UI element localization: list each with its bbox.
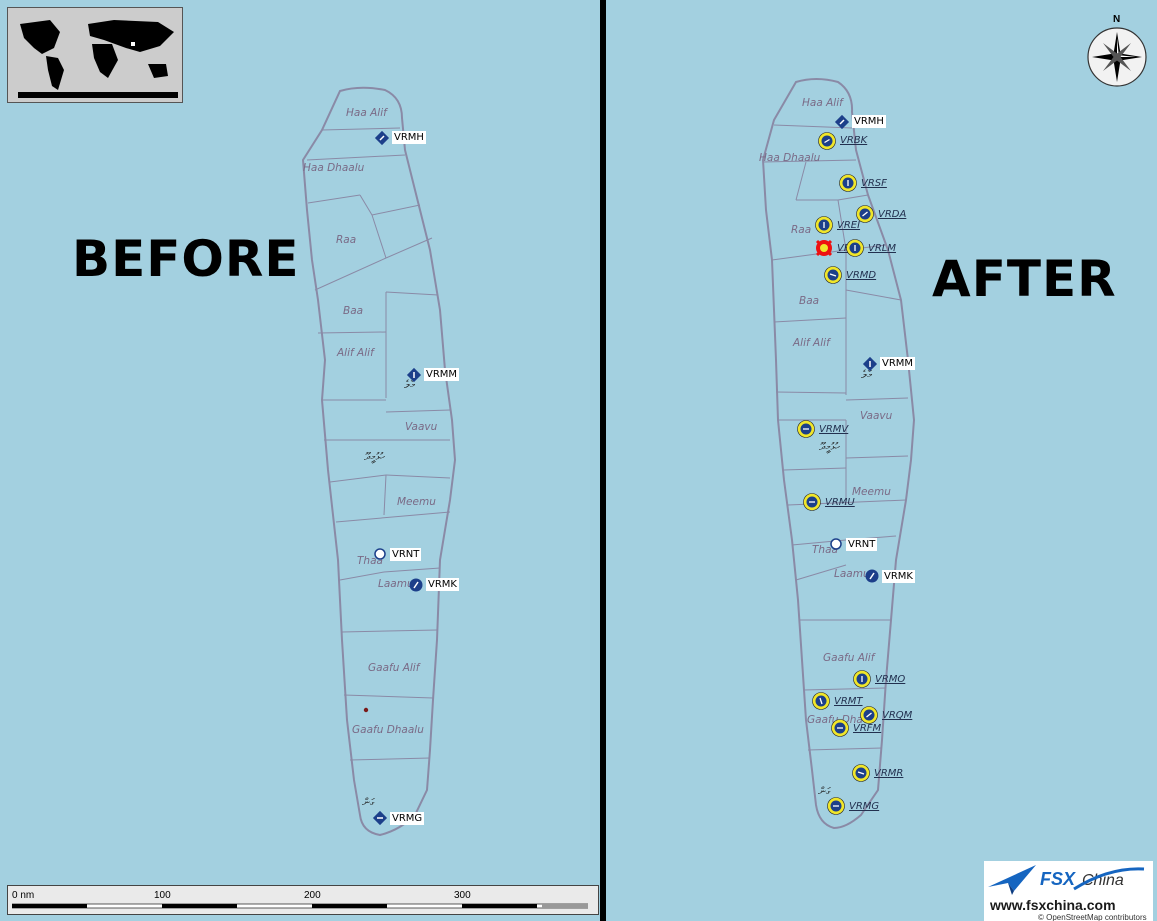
region-meemu: Meemu — [852, 486, 891, 498]
airport-label-vrlm[interactable]: VRLM — [868, 243, 896, 254]
airport-label-vrbk[interactable]: VRBK — [840, 135, 868, 146]
before-title: BEFORE — [72, 230, 300, 288]
airport-diamond-icon[interactable] — [834, 114, 850, 130]
airport-label-vrmk[interactable]: VRMK — [882, 570, 915, 583]
svg-text:FSX: FSX — [1040, 869, 1076, 889]
dot-icon — [363, 707, 369, 713]
airport-label-vrmv[interactable]: VRMV — [819, 424, 849, 435]
region-vaavu: Vaavu — [405, 421, 438, 433]
scale-label-100: 100 — [154, 890, 171, 901]
new-airport-icon[interactable] — [845, 238, 865, 258]
airport-diamond-icon[interactable] — [862, 356, 878, 372]
region-raa: Raa — [791, 224, 812, 236]
world-overview-minimap — [7, 7, 183, 103]
thaana-label-male: މާލެ — [861, 368, 872, 381]
airport-diamond-icon[interactable] — [406, 367, 422, 383]
airport-label-vrsf[interactable]: VRSF — [861, 178, 887, 189]
thaana-label-male: މާލެ — [404, 378, 415, 391]
airport-label-vrmt[interactable]: VRMT — [834, 696, 863, 707]
airport-label-vrmm[interactable]: VRMM — [880, 357, 916, 370]
airport-round-icon[interactable] — [864, 568, 880, 584]
region-raa: Raa — [336, 234, 357, 246]
airport-diamond-icon[interactable] — [374, 130, 390, 146]
panel-divider — [600, 0, 606, 921]
new-airport-icon[interactable] — [811, 691, 831, 711]
new-airport-icon[interactable] — [838, 173, 858, 193]
airport-label-vrmu[interactable]: VRMU — [825, 497, 855, 508]
airport-label-closed[interactable]: VR — [837, 243, 851, 254]
region-haa-dhaalu: Haa Dhaalu — [759, 152, 821, 164]
new-airport-icon[interactable] — [855, 204, 875, 224]
region-vaavu: Vaavu — [860, 410, 893, 422]
maldives-outline-before — [301, 86, 457, 837]
region-haa-alif: Haa Alif — [802, 97, 843, 109]
region-haa-alif: Haa Alif — [346, 107, 387, 119]
region-meemu: Meemu — [397, 496, 436, 508]
region-gaafu-alif: Gaafu Alif — [368, 662, 420, 674]
new-airport-icon[interactable] — [796, 419, 816, 439]
airport-label-vrfm[interactable]: VRFM — [853, 723, 882, 734]
maldives-outline-after — [761, 78, 916, 830]
region-alif-alif: Alif Alif — [793, 337, 830, 349]
scale-label-300: 300 — [454, 890, 471, 901]
scale-label-zero: 0 nm — [12, 890, 35, 901]
airport-label-vrqm[interactable]: VRQM — [882, 710, 913, 721]
logo-url-text[interactable]: www.fsxchina.com — [990, 897, 1116, 913]
svg-text:China: China — [1082, 872, 1124, 889]
airport-label-vrmg[interactable]: VRMG — [849, 801, 880, 812]
region-gaafu-dhaalu: Gaafu Dhaalu — [352, 724, 424, 736]
new-airport-icon[interactable] — [814, 215, 834, 235]
compass-icon — [1087, 27, 1147, 87]
region-alif-alif: Alif Alif — [337, 347, 374, 359]
region-gaafu-alif: Gaafu Alif — [823, 652, 875, 664]
airport-diamond-icon[interactable] — [372, 810, 388, 826]
thaana-label-hulhule: ހުޅުމީދޫ — [819, 440, 840, 453]
airport-round-icon[interactable] — [408, 577, 424, 593]
world-map-silhouette — [18, 20, 178, 98]
airport-label-vrei[interactable]: VREI — [837, 220, 861, 231]
scale-ruler — [12, 903, 588, 909]
airport-label-vrmh[interactable]: VRMH — [852, 115, 886, 128]
after-title: AFTER — [932, 250, 1117, 308]
region-laamu: Laamu — [378, 578, 414, 590]
airport-circle-icon[interactable] — [829, 537, 843, 551]
airport-label-vrmd[interactable]: VRMD — [846, 270, 877, 281]
scale-label-200: 200 — [304, 890, 321, 901]
region-laamu: Laamu — [834, 568, 870, 580]
thaana-label-gan: ގަން — [362, 796, 375, 809]
new-airport-icon[interactable] — [802, 492, 822, 512]
region-baa: Baa — [799, 295, 820, 307]
airport-label-vrmr[interactable]: VRMR — [874, 768, 904, 779]
before-map-panel: BEFORE Haa Alif Haa Dhaalu Raa Baa Alif … — [0, 0, 600, 921]
thaana-label-hulhule: ހުޅުމީދޫ — [364, 450, 385, 463]
new-airport-icon[interactable] — [859, 705, 879, 725]
region-gaafu-dhaalu: Gaafu Dha — [807, 714, 863, 726]
new-airport-icon[interactable] — [823, 265, 843, 285]
airport-circle-icon[interactable] — [373, 547, 387, 561]
new-airport-icon[interactable] — [817, 131, 837, 151]
airport-label-vrmo[interactable]: VRMO — [875, 674, 906, 685]
closed-airport-icon[interactable] — [813, 237, 835, 259]
osm-credit: © OpenStreetMap contributors — [1038, 913, 1147, 921]
scale-bar: 0 nm 100 200 300 — [7, 885, 599, 915]
after-map-panel: AFTER N Haa Alif Haa Dhaalu Raa Baa Alif… — [606, 0, 1157, 921]
compass-rose: N — [1086, 14, 1148, 88]
airport-label-vrnt[interactable]: VRNT — [846, 538, 878, 551]
new-airport-icon[interactable] — [826, 796, 846, 816]
airport-label-vrnt[interactable]: VRNT — [390, 548, 422, 561]
new-airport-icon[interactable] — [830, 718, 850, 738]
region-baa: Baa — [343, 305, 364, 317]
airport-label-vrmg[interactable]: VRMG — [390, 812, 425, 825]
airport-label-vrda[interactable]: VRDA — [878, 209, 907, 220]
compass-north-label: N — [1113, 14, 1121, 25]
new-airport-icon[interactable] — [852, 669, 872, 689]
new-airport-icon[interactable] — [851, 763, 871, 783]
airport-label-vrmh[interactable]: VRMH — [392, 131, 426, 144]
region-haa-dhaalu: Haa Dhaalu — [303, 162, 365, 174]
airport-label-vrmm[interactable]: VRMM — [424, 368, 460, 381]
fsxchina-logo-graphic: FSX China — [988, 865, 1145, 895]
thaana-label-gan: ގަން — [818, 785, 831, 798]
airport-label-vrmk[interactable]: VRMK — [426, 578, 459, 591]
fsxchina-logo: FSX China www.fsxchina.com © OpenStreetM… — [984, 861, 1153, 921]
